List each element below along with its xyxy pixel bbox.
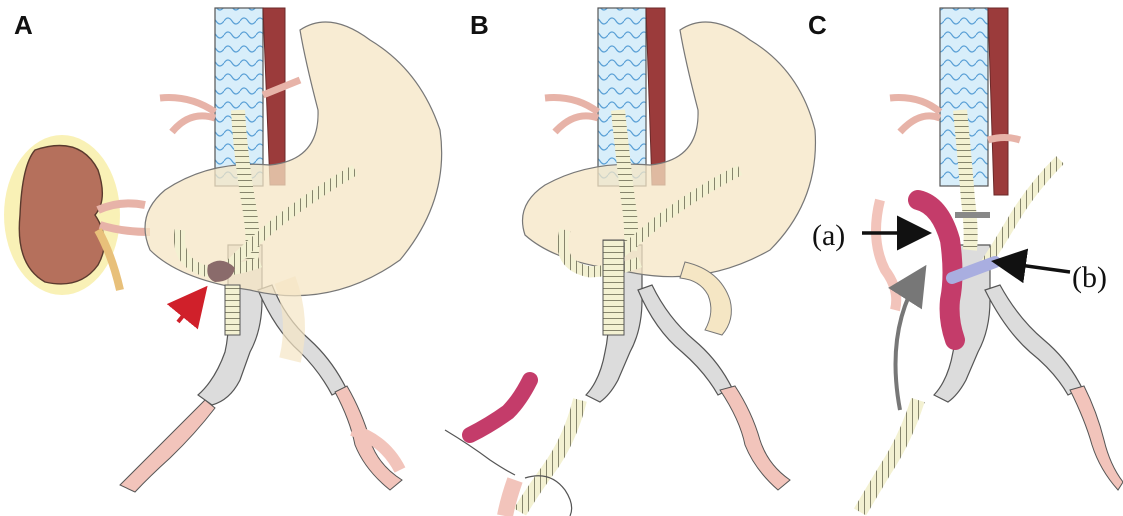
aorta-thoracic-c: [988, 8, 1008, 195]
new-graft-b: [520, 400, 580, 512]
callout-arrow-b: [998, 262, 1070, 272]
stomach: [145, 22, 442, 296]
aorta-thoracic-b: [646, 8, 665, 185]
panel-a: A: [4, 8, 442, 492]
kidney: [19, 146, 104, 284]
vein-graft-a: [918, 200, 955, 340]
resected-stomach-stump: [680, 262, 731, 335]
harvested-vein: [470, 380, 530, 435]
panel-c: C (a) (b): [808, 8, 1123, 512]
removed-graft: [603, 240, 624, 335]
graft-segment-a: [225, 285, 240, 335]
panel-letter-a: A: [14, 10, 33, 40]
panel-b: B: [445, 8, 815, 516]
red-arrow: [178, 295, 200, 322]
panel-letter-b: B: [470, 10, 489, 40]
panel-letter-c: C: [808, 10, 827, 40]
callout-label-a: (a): [812, 219, 845, 252]
iliac-artery-left: [120, 400, 215, 492]
callout-label-b: (b): [1072, 261, 1107, 294]
new-graft-c: [860, 400, 918, 512]
